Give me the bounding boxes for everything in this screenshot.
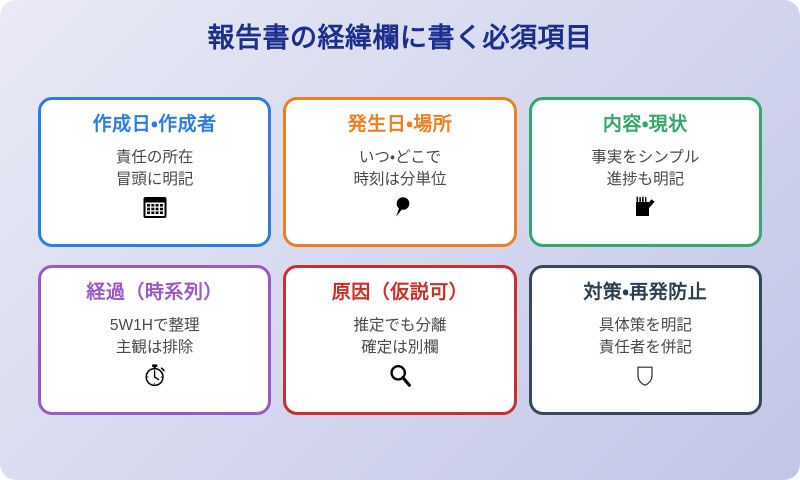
card-title: 対策・再発防止 [583, 282, 708, 303]
card-body: いつ・どこで 時刻は分単位 [353, 148, 447, 189]
card-title: 経過（時系列） [86, 282, 223, 303]
card-body: 事実をシンプル 進捗も明記 [591, 148, 700, 189]
card-body: 責任の所在 冒頭に明記 [115, 148, 194, 189]
card-title: 作成日・作成者 [92, 114, 217, 135]
card-body: 5W1Hで整理 主観は排除 [109, 316, 200, 357]
card-timeline: 経過（時系列） 5W1Hで整理 主観は排除 [38, 265, 272, 415]
pushpin-icon [387, 194, 413, 220]
card-author-date: 作成日・作成者 責任の所在 冒頭に明記 [38, 97, 272, 247]
magnifier-icon [387, 362, 413, 388]
card-body: 推定でも分離 確定は別欄 [353, 316, 447, 357]
card-countermeasure: 対策・再発防止 具体策を明記 責任者を併記 [528, 265, 762, 415]
card-cause: 原因（仮説可） 推定でも分離 確定は別欄 [283, 265, 517, 415]
card-occurrence: 発生日・場所 いつ・どこで 時刻は分単位 [283, 97, 517, 247]
calendar-icon [142, 194, 168, 220]
memo-writing-icon [632, 194, 658, 220]
card-title: 内容・現状 [602, 114, 688, 135]
card-body: 具体策を明記 責任者を併記 [598, 316, 692, 357]
card-grid: 作成日・作成者 責任の所在 冒頭に明記 [38, 97, 762, 415]
stopwatch-icon [142, 362, 168, 388]
page-title: 報告書の経緯欄に書く必須項目 [207, 23, 593, 53]
card-title: 原因（仮説可） [331, 282, 469, 303]
card-content-status: 内容・現状 事実をシンプル 進捗も明記 [528, 97, 762, 247]
shield-icon [632, 362, 658, 388]
card-title: 発生日・場所 [347, 114, 453, 135]
